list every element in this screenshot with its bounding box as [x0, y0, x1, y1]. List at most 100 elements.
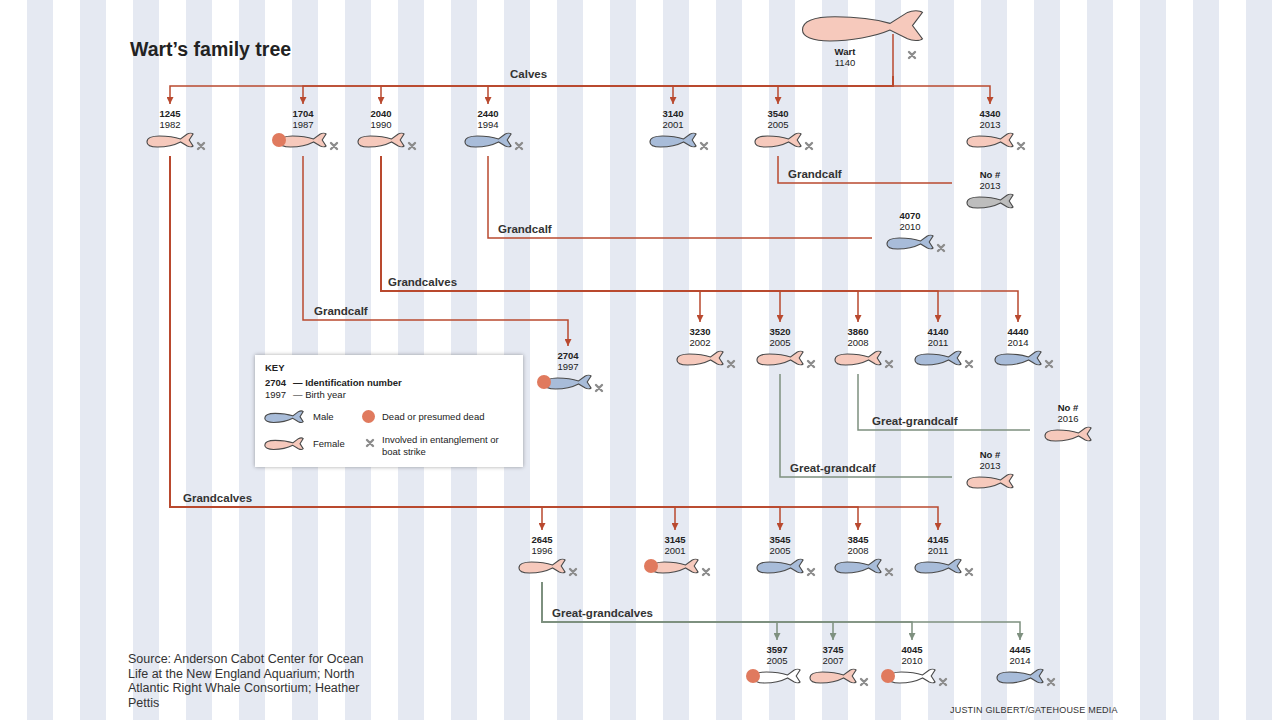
whale-icon [651, 558, 699, 576]
birth-year: 1982 [159, 119, 180, 130]
birth-year: 2005 [769, 337, 790, 348]
whale-shape-body [754, 669, 800, 683]
whale-node: 27041997 [530, 346, 606, 398]
id-number: 3230 [689, 326, 710, 337]
matriarch-node: Wart1140 [785, 6, 935, 76]
wart-whale-body [803, 11, 923, 41]
x-stroke [570, 569, 576, 575]
legend-swatch [264, 437, 304, 452]
whale-shape [754, 132, 802, 150]
whale-node: No #2016 [1030, 398, 1106, 450]
whale-shape-body [147, 133, 193, 147]
whale-shape-body [757, 559, 803, 573]
whale-shape-body [280, 133, 326, 147]
id-number: No # [980, 449, 1001, 460]
whale-shape-body [835, 559, 881, 573]
whale-shape-body [545, 375, 591, 389]
legend-text: Involved in entanglement or boat strike [382, 434, 517, 457]
whale-icon [753, 668, 801, 686]
whale-node: 20401990 [343, 104, 419, 156]
whale-shape [966, 193, 1014, 211]
whale-node: 35452005 [742, 530, 818, 582]
birth-year: 2010 [899, 221, 920, 232]
whale-node: 40702010 [872, 206, 948, 258]
legend-swatch [264, 410, 304, 425]
connector [673, 76, 893, 104]
whale-node: 32302002 [662, 322, 738, 374]
whale-shape [756, 350, 804, 368]
edge-label: Great-grandcalf [790, 461, 876, 475]
birth-year: 2014 [1007, 337, 1028, 348]
whale-icon [279, 132, 327, 150]
dead-dot [537, 375, 551, 389]
birth-year: 2010 [901, 655, 922, 666]
birth-year: 2005 [769, 545, 790, 556]
edge-label: Grandcalf [498, 222, 552, 236]
connector [381, 156, 1018, 322]
whale-icon [809, 668, 857, 686]
whale-shape-body [650, 133, 696, 147]
whale-node: 12451982 [132, 104, 208, 156]
x-stroke [409, 143, 415, 149]
id-number: 4440 [1007, 326, 1028, 337]
dead-dot [746, 669, 760, 683]
whale-icon [649, 132, 697, 150]
x-stroke [1048, 679, 1054, 685]
whale-shape [464, 132, 512, 150]
whale-shape-body [915, 559, 961, 573]
entanglement-mark [804, 141, 814, 151]
edge-label: Grandcalves [388, 275, 457, 289]
x-stroke [596, 385, 602, 391]
x-stroke [886, 361, 892, 367]
whale-icon [518, 558, 566, 576]
x-stroke [728, 361, 734, 367]
entanglement-mark [964, 567, 974, 577]
x-stroke [938, 245, 944, 251]
whale-icon [966, 193, 1014, 211]
id-number: 4045 [901, 644, 922, 655]
whale-icon [966, 473, 1014, 491]
whale-shape [888, 668, 936, 686]
whale-shape [809, 668, 857, 686]
connector [542, 582, 777, 640]
connector [381, 156, 938, 322]
id-number: 3597 [766, 644, 787, 655]
whale-icon [756, 558, 804, 576]
whale-node: 37452007 [795, 640, 871, 692]
birth-year: 1990 [370, 119, 391, 130]
x-stroke [940, 679, 946, 685]
legend-text: Female [313, 438, 345, 450]
legend-swatch-body [265, 411, 303, 422]
whale-shape [966, 473, 1014, 491]
entanglement-mark [938, 677, 948, 687]
whale-shape-body [810, 669, 856, 683]
edge-label: Grandcalf [314, 304, 368, 318]
x-stroke [909, 52, 915, 58]
birth-year: 2011 [928, 545, 948, 556]
x-stroke [367, 440, 373, 446]
whale-shape-body [835, 351, 881, 365]
edge-label: Great-grandcalves [552, 606, 653, 620]
whale-node: 31402001 [635, 104, 711, 156]
birth-year: 2007 [822, 655, 843, 666]
whale-node: 41452011 [900, 530, 976, 582]
legend-text: Male [313, 411, 334, 423]
whale-node: 38452008 [820, 530, 896, 582]
whale-shape [966, 132, 1014, 150]
whale-node: 35972005 [739, 640, 815, 692]
birth-year: 2008 [847, 545, 868, 556]
birth-year: 1994 [477, 119, 498, 130]
whale-shape-body [1045, 427, 1091, 441]
birth-year: 2013 [979, 119, 1000, 130]
connector [858, 374, 1030, 430]
x-stroke [886, 569, 892, 575]
id-number: 4340 [979, 108, 1000, 119]
whale-shape [834, 558, 882, 576]
whale-name: Wart [820, 46, 870, 57]
wart-label: Wart1140 [820, 46, 870, 68]
whale-icon [1044, 426, 1092, 444]
legend-year-meaning: — Birth year [293, 389, 346, 400]
id-number: 1245 [159, 108, 180, 119]
whale-node: No #2013 [952, 165, 1028, 217]
id-number: 1704 [292, 108, 313, 119]
